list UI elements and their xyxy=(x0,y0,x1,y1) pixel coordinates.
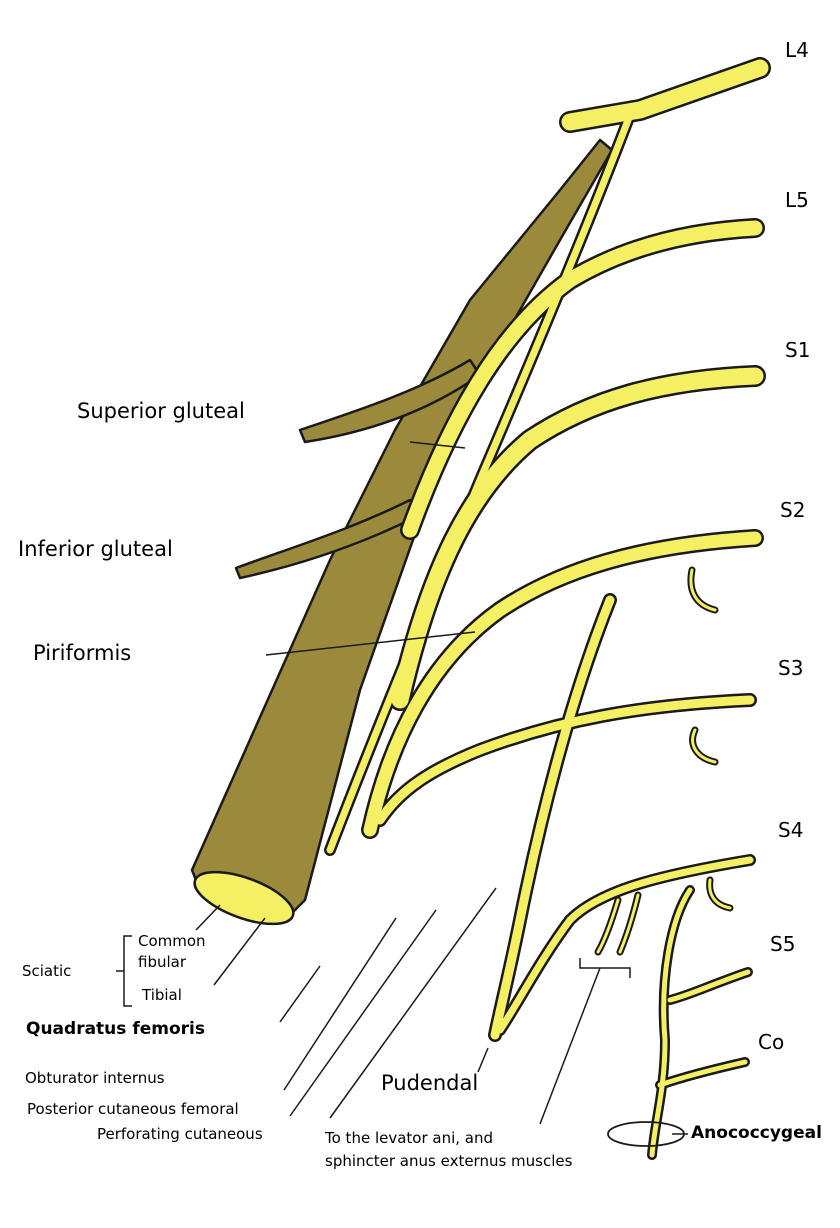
label-superior-gluteal: Superior gluteal xyxy=(77,399,245,423)
label-common-fibular-2: fibular xyxy=(138,953,187,971)
sciatic-cut-end xyxy=(193,870,295,926)
label-l4: L4 xyxy=(785,38,809,62)
levator-branch-1-fill xyxy=(596,898,620,954)
label-l5: L5 xyxy=(785,188,809,212)
label-levator-1: To the levator ani, and xyxy=(325,1129,494,1147)
label-anococcygeal: Anococcygeal xyxy=(691,1123,822,1143)
label-s3: S3 xyxy=(778,656,804,680)
s5-root xyxy=(667,969,751,1003)
label-quadratus-femoris: Quadratus femoris xyxy=(26,1019,205,1039)
leader-common-fibular xyxy=(195,904,221,931)
s2-root xyxy=(363,531,762,837)
pudendal xyxy=(490,595,615,1040)
label-s2: S2 xyxy=(780,498,806,522)
nerve-yellow xyxy=(324,57,771,1160)
label-s4: S4 xyxy=(778,818,804,842)
leader-posterior-cutaneous xyxy=(289,909,437,1117)
label-co: Co xyxy=(758,1030,785,1054)
s3-root xyxy=(375,695,755,825)
label-posterior-cutaneous-femoral: Posterior cutaneous femoral xyxy=(27,1100,239,1118)
leader-obturator xyxy=(283,917,397,1091)
s4-hook-fill xyxy=(708,878,732,910)
leader-pudendal xyxy=(477,1047,489,1073)
label-levator-2: sphincter anus externus muscles xyxy=(325,1152,573,1170)
nerve-hooks-fill xyxy=(596,568,732,954)
nerve-fill xyxy=(326,59,769,1158)
s1-root xyxy=(391,367,764,709)
l4-root xyxy=(561,59,769,131)
l4-descend xyxy=(326,111,634,854)
s2-hook-fill xyxy=(689,568,717,612)
leader-quadratus xyxy=(279,965,321,1023)
label-piriformis: Piriformis xyxy=(33,641,132,665)
co-root xyxy=(657,1059,748,1088)
label-perforating-cutaneous: Perforating cutaneous xyxy=(97,1125,263,1143)
sciatic-bracket xyxy=(116,935,132,1007)
label-s1: S1 xyxy=(785,338,811,362)
label-inferior-gluteal: Inferior gluteal xyxy=(18,537,173,561)
leader-levator xyxy=(539,967,601,1125)
label-pudendal: Pudendal xyxy=(381,1071,479,1095)
s3-hook-fill xyxy=(691,728,717,764)
label-sciatic: Sciatic xyxy=(22,962,72,980)
l5-root xyxy=(402,220,763,538)
levator-branch-2-fill xyxy=(618,893,640,954)
leader-lines xyxy=(116,441,688,1135)
leader-tibial xyxy=(213,917,266,986)
label-s5: S5 xyxy=(770,932,796,956)
s4-root xyxy=(496,856,754,1034)
levator-bracket xyxy=(579,958,631,978)
coccygeal-descend xyxy=(649,887,693,1158)
label-common-fibular-1: Common xyxy=(138,932,206,950)
label-obturator-internus: Obturator internus xyxy=(25,1069,165,1087)
label-tibial: Tibial xyxy=(142,986,182,1004)
leader-piriformis xyxy=(265,631,476,656)
leader-perforating xyxy=(329,887,497,1119)
leader-superior-gluteal xyxy=(409,441,466,449)
